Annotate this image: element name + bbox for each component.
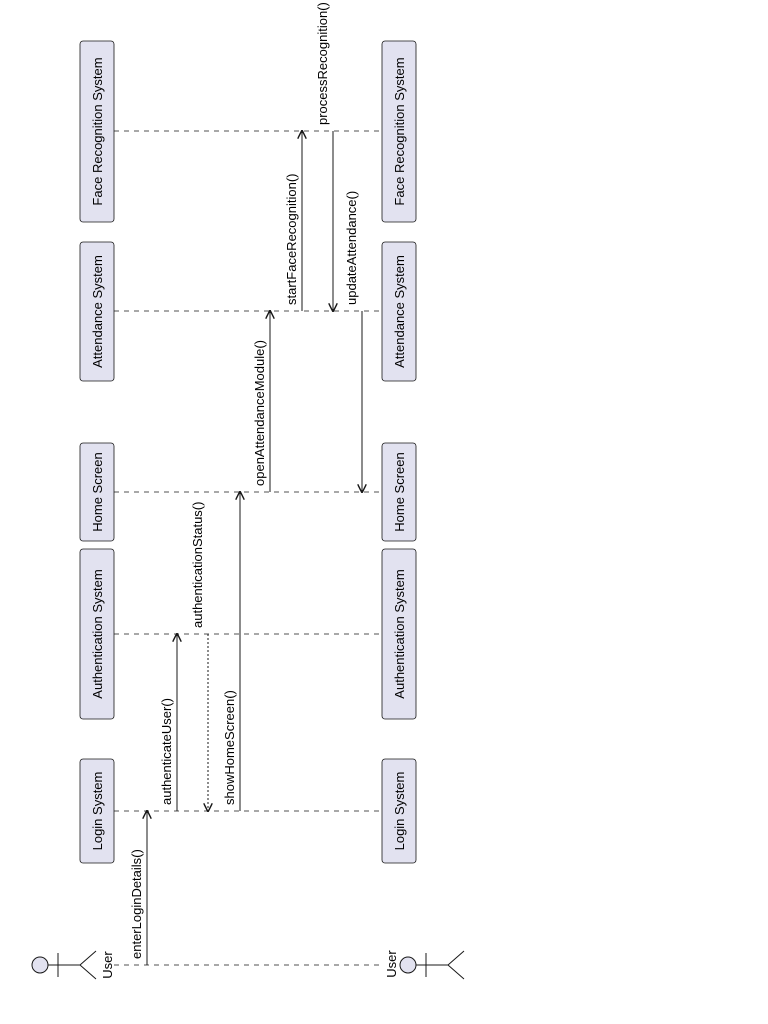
participant-box [381, 442, 417, 542]
actor-legs-icon [447, 950, 465, 980]
participant-login-top: Login System [79, 758, 115, 864]
participant-face-bottom: Face Recognition System [381, 40, 417, 223]
participant-box [79, 40, 115, 223]
participant-attendance-bottom: Attendance System [381, 241, 417, 382]
message-label: enterLoginDetails() [129, 849, 144, 959]
actor-label: User [384, 950, 399, 978]
message-6: startFaceRecognition() [284, 131, 302, 311]
message-label: updateAttendance() [344, 191, 359, 305]
participant-label: Face Recognition System [90, 57, 105, 205]
participant-home-bottom: Home Screen [381, 442, 417, 542]
message-label: openAttendanceModule() [252, 340, 267, 486]
participant-face-top: Face Recognition System [79, 40, 115, 223]
participant-label: Authentication System [90, 569, 105, 698]
actor-user-bottom: User [384, 950, 465, 980]
diagram-root: User User Login System Login System Authenti… [31, 2, 465, 980]
participant-label: Authentication System [392, 569, 407, 698]
message-label: authenticationStatus() [190, 502, 205, 628]
message-2: authenticateUser() [159, 634, 177, 811]
participant-label: Login System [90, 772, 105, 851]
message-label: processRecognition() [315, 2, 330, 125]
participant-box [79, 548, 115, 720]
message-1: enterLoginDetails() [129, 811, 147, 965]
participant-attendance-top: Attendance System [79, 241, 115, 382]
participant-box [79, 758, 115, 864]
participant-login-bottom: Login System [381, 758, 417, 864]
message-label: showHomeScreen() [222, 690, 237, 805]
message-label: startFaceRecognition() [284, 174, 299, 306]
participant-box [381, 241, 417, 382]
message-7: processRecognition() [315, 2, 333, 311]
participant-label: Home Screen [392, 452, 407, 531]
participant-label: Attendance System [392, 255, 407, 368]
participant-box [381, 40, 417, 223]
participant-box [381, 758, 417, 864]
message-label: authenticateUser() [159, 698, 174, 805]
participant-box [79, 442, 115, 542]
participant-label: Attendance System [90, 255, 105, 368]
message-3: authenticationStatus() [190, 502, 208, 811]
participant-auth-bottom: Authentication System [381, 548, 417, 720]
message-5: openAttendanceModule() [252, 311, 270, 492]
participant-home-top: Home Screen [79, 442, 115, 542]
actor-user-top: User [31, 950, 115, 980]
participant-label: Login System [392, 772, 407, 851]
actor-legs-icon [79, 950, 97, 980]
participant-box [381, 548, 417, 720]
participant-box [79, 241, 115, 382]
actor-label: User [100, 951, 115, 979]
participant-auth-top: Authentication System [79, 548, 115, 720]
participant-label: Home Screen [90, 452, 105, 531]
actor-head-icon [31, 956, 49, 974]
actor-head-icon [399, 956, 417, 974]
message-8: updateAttendance() [344, 191, 362, 492]
participant-label: Face Recognition System [392, 57, 407, 205]
message-4: showHomeScreen() [222, 492, 240, 811]
